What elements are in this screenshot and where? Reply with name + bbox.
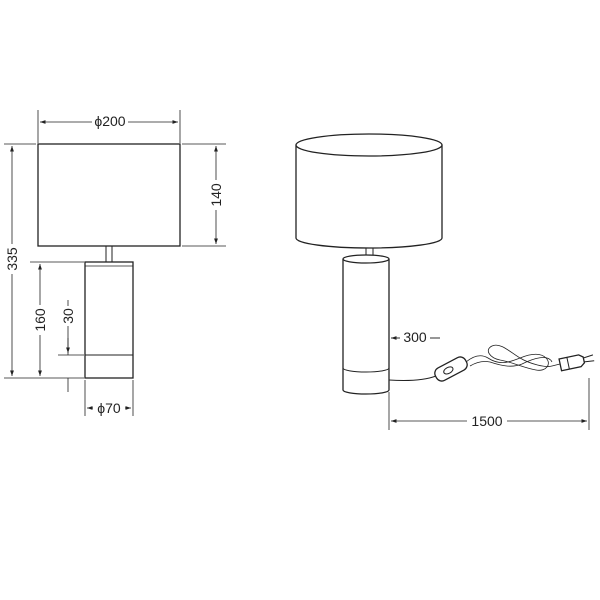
side-lamp-shade bbox=[295, 145, 443, 249]
side-base-top-rim bbox=[342, 254, 390, 264]
label-total-height: 335 bbox=[4, 247, 20, 271]
label-cable-length: 1500 bbox=[471, 413, 502, 429]
label-bg bbox=[4, 244, 20, 274]
label-bg bbox=[400, 328, 430, 344]
label-base-height: 160 bbox=[32, 308, 48, 332]
front-base-cylinder bbox=[84, 261, 134, 379]
label-bg bbox=[467, 412, 507, 428]
label-shade-diameter: ϕ200 bbox=[94, 113, 125, 129]
label-bg bbox=[60, 306, 76, 326]
inline-switch bbox=[434, 356, 468, 382]
side-base-ring-line bbox=[342, 367, 390, 373]
label-base-diameter: ϕ70 bbox=[97, 400, 121, 416]
side-view: 300 1500 bbox=[295, 133, 595, 430]
label-bg bbox=[93, 400, 125, 416]
label-bg bbox=[208, 180, 224, 210]
plug-icon bbox=[558, 354, 595, 372]
label-shade-height: 140 bbox=[208, 183, 224, 207]
front-lamp-shade bbox=[37, 143, 181, 247]
front-view: ϕ200 140 335 160 30 ϕ70 bbox=[4, 110, 226, 416]
label-switch-distance: 300 bbox=[403, 329, 427, 345]
switch-button-icon bbox=[443, 366, 454, 375]
coiled-cable-inner bbox=[469, 357, 553, 367]
label-bg bbox=[92, 112, 128, 128]
label-bg bbox=[32, 305, 48, 335]
coiled-cable bbox=[465, 344, 561, 371]
side-base-cylinder bbox=[342, 259, 390, 395]
side-shade-top-rim bbox=[295, 133, 443, 157]
power-cable bbox=[388, 375, 437, 381]
label-ring-height: 30 bbox=[60, 308, 76, 324]
